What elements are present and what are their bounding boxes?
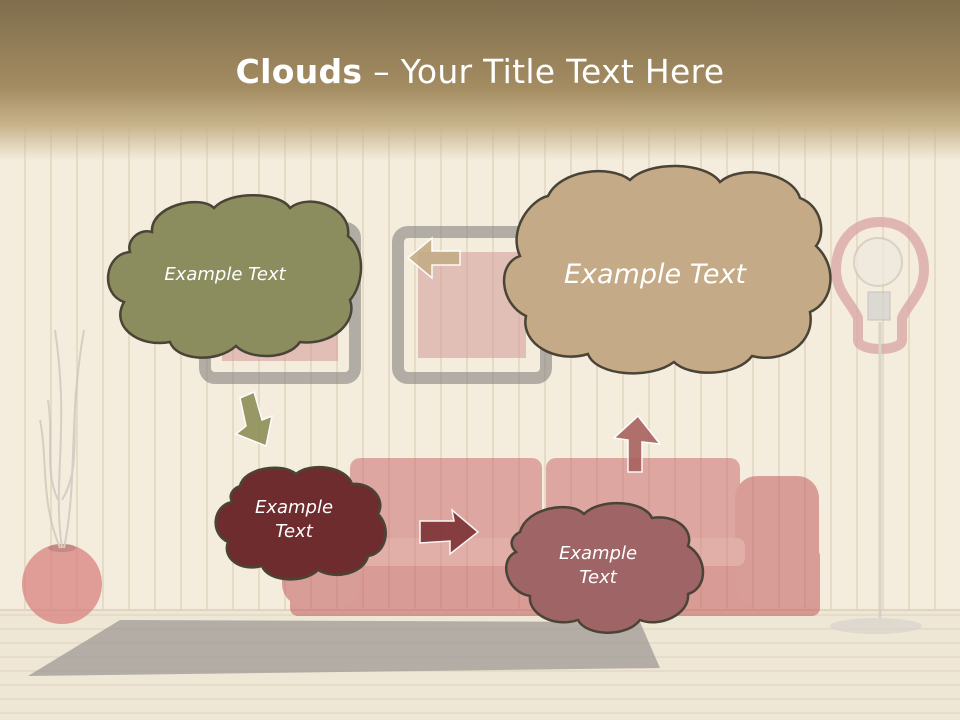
floor-lamp: [830, 216, 930, 634]
title-rest: Your Title Text Here: [400, 52, 725, 91]
cloud-rose-text: Example Text: [538, 536, 658, 596]
arrow-down: [234, 390, 274, 448]
arrow-up: [612, 414, 662, 473]
cloud-olive-text: Example Text: [164, 263, 286, 285]
title-dash: –: [362, 52, 401, 91]
arrow-left: [406, 236, 461, 280]
title-bar: [0, 0, 960, 160]
cloud-rose-line2: Text: [579, 567, 617, 588]
cloud-rose-line1: Example: [558, 542, 638, 564]
cloud-olive: [107, 194, 363, 359]
cloud-maroon: [214, 466, 387, 581]
title-strong: Clouds: [235, 52, 363, 91]
vase: [22, 329, 102, 624]
arrow-right: [419, 508, 480, 556]
cloud-maroon-text: Example Text: [234, 490, 354, 550]
cloud-rose: [505, 502, 705, 634]
rug: [28, 620, 660, 676]
cloud-maroon-line2: Text: [275, 521, 313, 542]
cloud-tan-text: Example Text: [563, 258, 747, 290]
cloud-maroon-line1: Example: [254, 496, 334, 518]
slide-title: Clouds – Your Title Text Here: [0, 52, 960, 91]
cloud-tan: [503, 164, 832, 375]
